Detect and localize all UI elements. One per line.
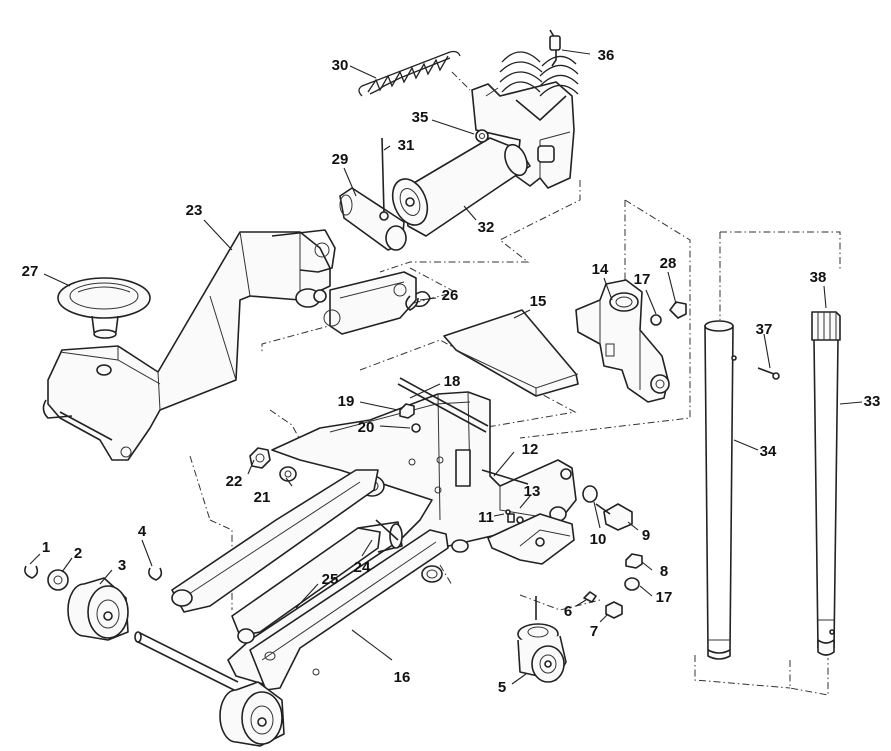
callout-5: 5: [498, 679, 506, 696]
caster-wheel: [517, 596, 567, 683]
callout-1: 1: [42, 539, 50, 556]
saddle: [57, 277, 151, 339]
callout-29: 29: [332, 151, 349, 168]
callout-labels: 1 2 3 4 5 6 7 8 9 10 11 12 13 14 15 16 1…: [22, 47, 881, 696]
callout-35: 35: [412, 109, 429, 126]
callout-15: 15: [530, 293, 547, 310]
caster-bracket: [487, 513, 575, 565]
callout-26: 26: [442, 287, 459, 304]
callout-14: 14: [592, 261, 609, 278]
callout-11: 11: [478, 509, 494, 526]
callout-21: 21: [254, 489, 271, 506]
callout-6: 6: [564, 603, 572, 620]
callout-20: 20: [358, 419, 375, 436]
main-frame: [134, 391, 577, 693]
callout-8: 8: [660, 563, 668, 580]
callout-2: 2: [74, 545, 82, 562]
handle-upper-tube: [811, 311, 841, 656]
callout-9: 9: [642, 527, 650, 544]
front-wheel-right: [219, 681, 285, 747]
callout-37: 37: [756, 321, 773, 338]
callout-18: 18: [444, 373, 461, 390]
callout-19: 19: [338, 393, 355, 410]
handle-lower-tube: [704, 320, 737, 660]
leader-lines: [29, 49, 863, 685]
callout-13: 13: [524, 483, 541, 500]
callout-36: 36: [598, 47, 615, 64]
callout-17-lower: 17: [656, 589, 673, 606]
link-arm: [323, 271, 431, 335]
callout-4: 4: [138, 523, 147, 540]
callout-12: 12: [522, 441, 539, 458]
callout-22: 22: [226, 473, 243, 490]
cover-plate: [443, 309, 579, 397]
callout-34: 34: [760, 443, 777, 460]
callout-31: 31: [398, 137, 415, 154]
callout-30: 30: [332, 57, 349, 74]
callout-27: 27: [22, 263, 39, 280]
callout-10: 10: [590, 531, 607, 548]
callout-32: 32: [478, 219, 495, 236]
callout-24: 24: [354, 559, 371, 576]
callout-23: 23: [186, 202, 203, 219]
callout-28: 28: [660, 255, 677, 272]
callout-33: 33: [864, 393, 881, 410]
callout-38: 38: [810, 269, 827, 286]
callout-3: 3: [118, 557, 126, 574]
callout-16: 16: [394, 669, 411, 686]
callout-7: 7: [590, 623, 598, 640]
pump-assembly: [339, 29, 579, 251]
callout-17-upper: 17: [634, 271, 651, 288]
hardware: [24, 295, 780, 619]
front-wheel-left: [67, 577, 129, 641]
pump-bracket: [575, 279, 687, 403]
lift-arm: [42, 229, 336, 461]
return-spring: [358, 50, 461, 97]
callout-25: 25: [322, 571, 339, 588]
